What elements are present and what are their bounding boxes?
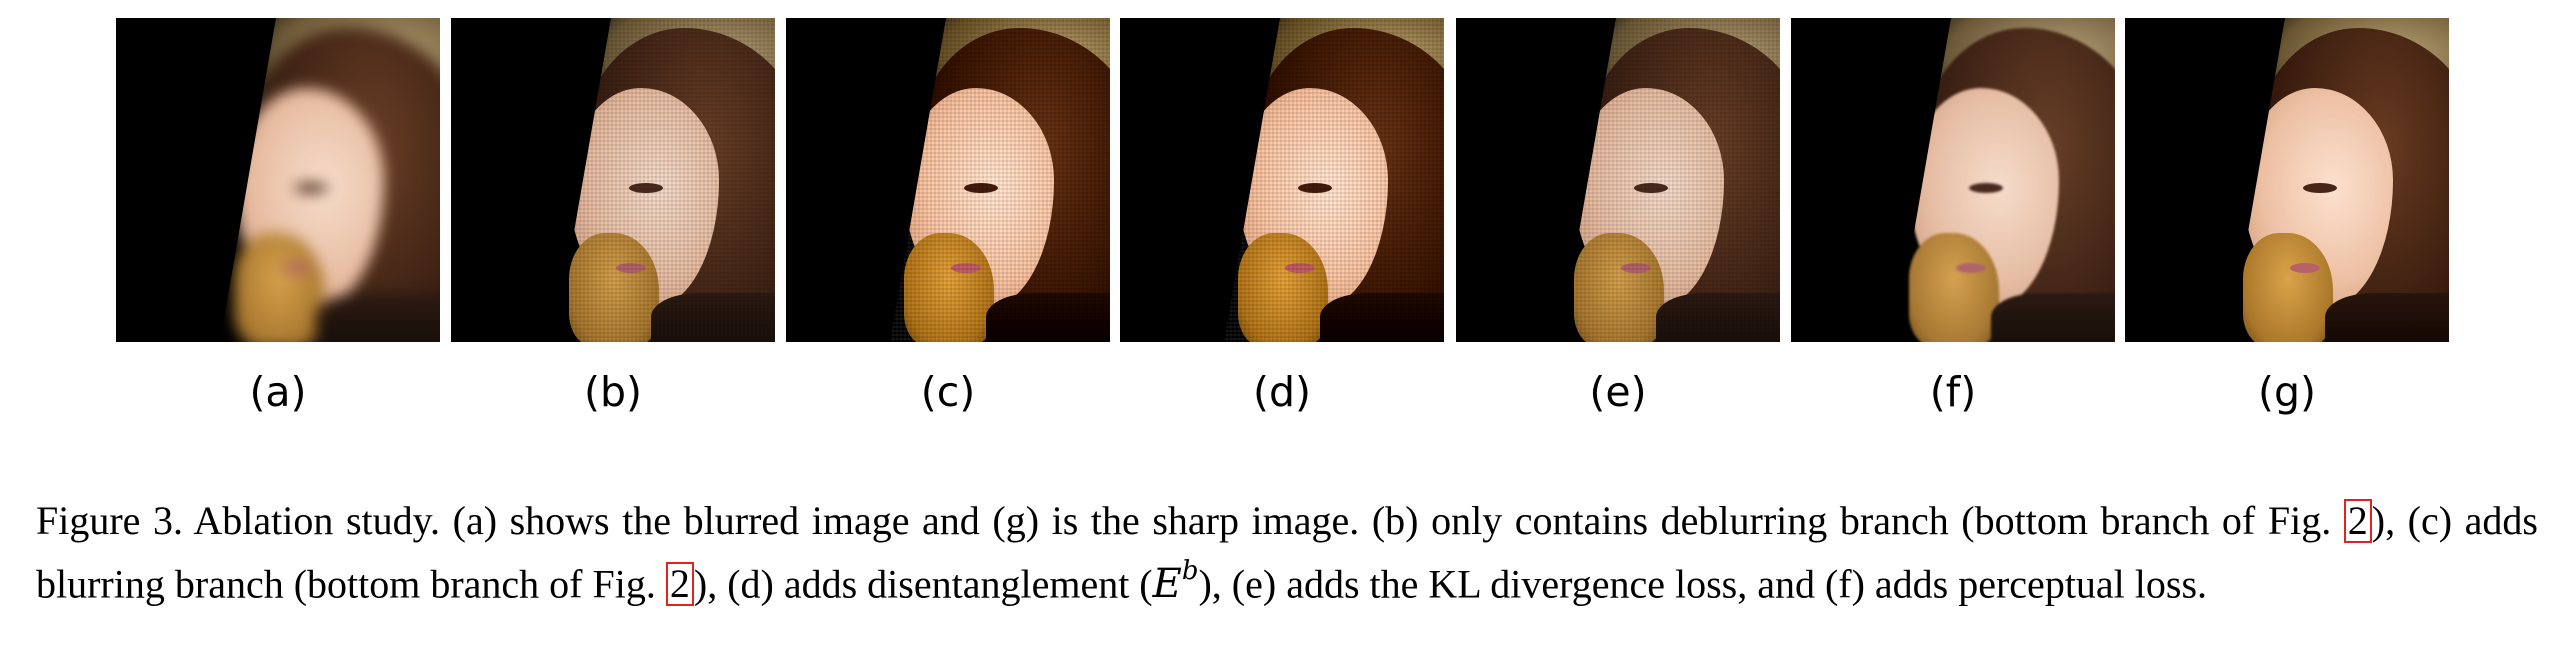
- panel-c-image: [786, 18, 1110, 342]
- panel-b-label: (b): [583, 368, 643, 416]
- figure-2-link[interactable]: 2: [665, 562, 694, 607]
- math-e-b: Eb: [1152, 556, 1199, 608]
- face-illustration: [786, 18, 1110, 342]
- panel-e-label: (e): [1589, 368, 1647, 416]
- caption-text-1: Figure 3. Ablation study. (a) shows the …: [36, 498, 2344, 543]
- panel-b-image: [451, 18, 775, 342]
- panel-d-label: (d): [1252, 368, 1312, 416]
- caption-text-3: ), (d) adds disentanglement (: [693, 561, 1153, 607]
- caption-text-4: ), (e) adds the KL divergence loss, and …: [1198, 561, 2208, 607]
- face-illustration: [1791, 18, 2115, 342]
- caption-text-2: ), (c) adds blurring branch (bottom bran…: [36, 498, 2538, 607]
- figure-caption: Figure 3. Ablation study. (a) shows the …: [36, 493, 2538, 612]
- face-illustration: [116, 18, 440, 342]
- panel-g-image: [2125, 18, 2449, 342]
- face-illustration: [1456, 18, 1780, 342]
- figure-panels: (a) (b) (c) (d) (e): [116, 18, 2449, 416]
- face-illustration: [2125, 18, 2449, 342]
- figure-2-link[interactable]: 2: [2343, 499, 2372, 543]
- math-base: E: [1152, 561, 1182, 608]
- panel-c-label: (c): [920, 368, 976, 416]
- math-superscript: b: [1181, 556, 1199, 586]
- panel-f-image: [1791, 18, 2115, 342]
- panel-a-label: (a): [249, 368, 307, 416]
- panel-g-label: (g): [2257, 368, 2317, 416]
- panel-a-image: [116, 18, 440, 342]
- panel-e-image: [1456, 18, 1780, 342]
- face-illustration: [1120, 18, 1444, 342]
- panel-d-image: [1120, 18, 1444, 342]
- face-illustration: [451, 18, 775, 342]
- panel-f-label: (f): [1929, 368, 1977, 416]
